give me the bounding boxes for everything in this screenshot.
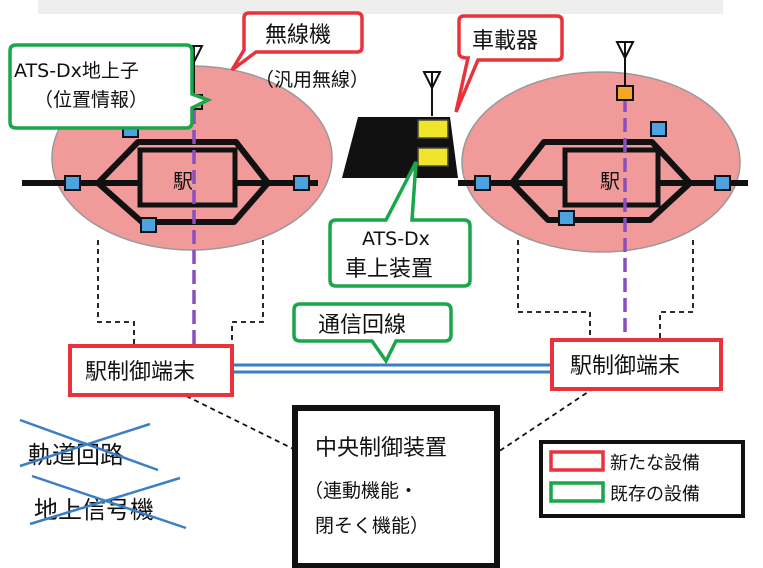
right-terminal-label: 駅制御端末 (570, 354, 680, 379)
right-station-building (562, 147, 661, 208)
left-terminal-box (68, 344, 234, 397)
antenna-icon (422, 71, 442, 116)
communication-line (232, 363, 552, 374)
legend-new-label: 新たな設備 (610, 453, 700, 474)
ground-transponder-line1: ATS-Dx地上子 (14, 60, 139, 82)
right-terminal-box (550, 338, 723, 391)
left-station-building (137, 147, 238, 208)
train-icon (342, 117, 458, 178)
comm-line-callout (292, 302, 453, 365)
right-station-label: 駅 (600, 169, 620, 193)
legend-new-swatch (549, 450, 605, 472)
central-title: 中央制御装置 (315, 436, 447, 461)
comm-line-label: 通信回線 (318, 313, 406, 338)
ground-transponder-line2: （位置情報） (34, 89, 148, 111)
onboard-equipment-callout (328, 161, 472, 288)
left-station-label: 駅 (173, 169, 193, 193)
onboard-equipment-line2: 車上装置 (345, 257, 433, 282)
strikethrough-signal (29, 474, 187, 530)
onboard-equipment-line1: ATS-Dx (362, 228, 430, 250)
onboard-unit-label: 車載器 (472, 29, 538, 54)
central-line2: （連動機能・ (304, 480, 418, 502)
radio-title: 無線機 (265, 23, 331, 48)
antenna-icon (615, 41, 635, 88)
left-terminal-label: 駅制御端末 (85, 360, 195, 385)
onboard-unit-callout (454, 14, 564, 113)
central-line3: 閉そく機能） (315, 515, 429, 537)
central-control-box (292, 405, 500, 568)
radio-subtitle: （汎用無線） (255, 69, 369, 91)
track-sensors (64, 121, 731, 233)
transponder-icon (616, 85, 634, 101)
ground-transponder-callout (8, 43, 213, 130)
strikethrough-track-circuit (19, 418, 159, 472)
removed-track-circuit: 軌道回路 (28, 441, 124, 469)
top-strip (38, 0, 723, 14)
legend-existing-label: 既存の設備 (610, 484, 700, 505)
radio-callout (230, 11, 364, 72)
legend-existing-swatch (549, 481, 605, 503)
